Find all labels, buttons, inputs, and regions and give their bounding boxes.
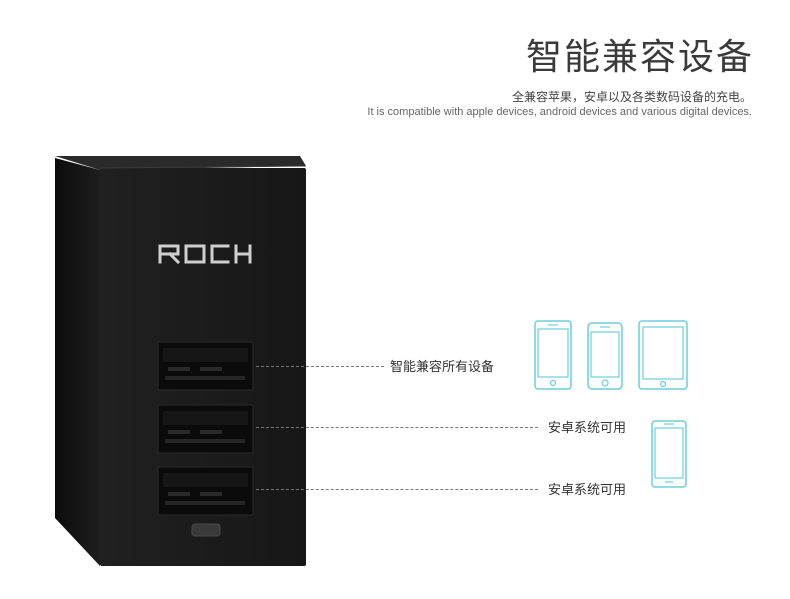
subtitle-english: It is compatible with apple devices, and… (367, 106, 752, 118)
usb-port-3 (157, 466, 254, 516)
phone-icon (587, 322, 623, 390)
phone-icon (534, 320, 572, 390)
led-indicator (191, 523, 221, 537)
usb-port-1 (157, 341, 254, 391)
port-2-label: 安卓系统可用 (548, 421, 627, 436)
tablet-icon (638, 320, 688, 390)
connector-line-port-1 (256, 366, 384, 367)
subtitle-chinese: 全兼容苹果，安卓以及各类数码设备的充电。 (511, 90, 752, 104)
android-phone-icon (651, 420, 687, 488)
charger-side-face (55, 158, 100, 566)
charger-top-face (55, 156, 306, 170)
port-1-label: 智能兼容所有设备 (390, 360, 495, 375)
page-title: 智能兼容设备 (525, 37, 754, 78)
rock-logo (158, 244, 252, 265)
connector-line-port-3 (256, 489, 538, 490)
usb-port-2 (157, 404, 254, 454)
port-3-label: 安卓系统可用 (548, 483, 627, 498)
connector-line-port-2 (256, 427, 538, 428)
